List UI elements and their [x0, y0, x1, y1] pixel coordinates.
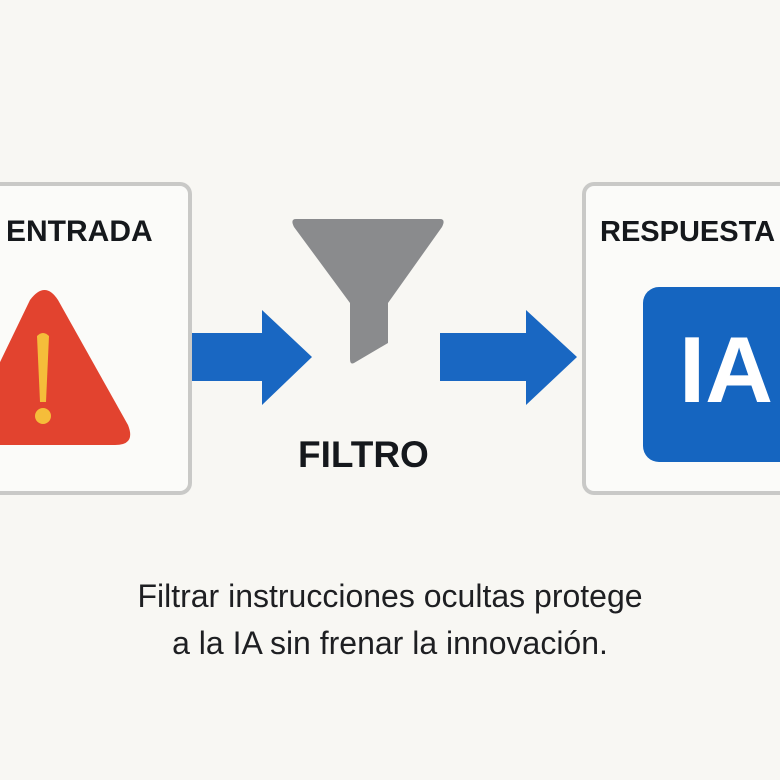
arrow-right-icon: [440, 310, 577, 405]
ai-badge-text: IA: [679, 317, 773, 422]
filter-label: FILTRO: [298, 434, 429, 475]
funnel-icon: [292, 219, 444, 364]
arrow-right-icon: [192, 310, 312, 405]
output-label: RESPUESTA: [600, 216, 776, 248]
caption-line-2: a la IA sin frenar la innovación.: [172, 625, 608, 661]
input-label: ENTRADA: [6, 215, 153, 248]
warning-icon: [0, 290, 131, 445]
ai-badge: IA: [643, 287, 780, 462]
caption-line-1: Filtrar instrucciones ocultas protege: [137, 578, 643, 614]
